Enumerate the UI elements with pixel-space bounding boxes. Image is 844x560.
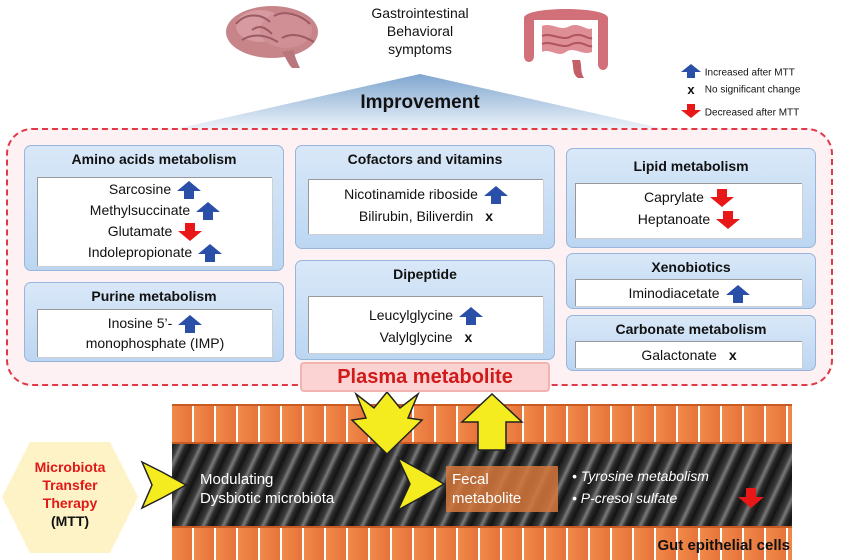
panel-title: Xenobiotics [651, 259, 731, 275]
no-change-icon: x [687, 82, 695, 97]
star-arrow-icon [140, 460, 188, 510]
improvement-triangle [180, 74, 660, 128]
decrease-arrow-icon [681, 104, 701, 118]
fecal-item: • P-cresol sulfate [572, 490, 678, 506]
increase-arrow-icon [459, 307, 484, 326]
metabolite-item: Methylsuccinate [38, 201, 272, 221]
metabolite-item: Bilirubin, Biliverdin x [309, 207, 543, 225]
panel-title: Cofactors and vitamins [347, 151, 503, 167]
panel-xenobiotics: Xenobiotics Iminodiacetate [566, 253, 816, 309]
legend-increased: Increased after MTT [680, 64, 795, 82]
no-change-icon: x [485, 208, 494, 224]
decrease-arrow-icon [709, 189, 734, 208]
metabolite-item: Inosine 5’- [38, 314, 272, 334]
panel-amino-acids: Amino acids metabolism Sarcosine Methyls… [24, 145, 284, 271]
symptom-line-1: Gastrointestinal [371, 5, 469, 21]
modulating-line-1: Modulating [200, 471, 274, 488]
metabolite-item: Sarcosine [38, 180, 272, 200]
metabolite-item: Iminodiacetate [576, 284, 802, 304]
metabolite-name: Valylglycine [379, 329, 453, 345]
panel-cofactors: Cofactors and vitamins Nicotinamide ribo… [295, 145, 555, 249]
panel-carbonate: Carbonate metabolism Galactonate x [566, 315, 816, 371]
metabolite-name: Nicotinamide riboside [344, 186, 478, 202]
mtt-line-1: Microbiota [34, 459, 106, 475]
panel-title: Purine metabolism [91, 288, 217, 304]
intestine-icon [524, 9, 608, 78]
increase-arrow-icon [681, 64, 701, 78]
decrease-arrow-icon [738, 488, 764, 508]
legend-increased-label: Increased after MTT [704, 67, 795, 79]
metabolite-name: Leucylglycine [368, 307, 454, 323]
fecal-line-2: metabolite [452, 490, 522, 507]
fecal-item-label: Tyrosine metabolism [580, 468, 709, 484]
star-arrow-icon [350, 392, 424, 456]
panel-lipid: Lipid metabolism Caprylate Heptanoate [566, 148, 816, 248]
metabolite-item: Nicotinamide riboside [309, 185, 543, 205]
gut-epithelial-label: Gut epithelial cells [657, 537, 790, 554]
metabolite-name: monophosphate (IMP) [85, 335, 225, 351]
modulating-line-2: Dysbiotic microbiota [200, 490, 335, 507]
fecal-line-1: Fecal [452, 471, 489, 488]
metabolite-name: Galactonate [641, 347, 717, 363]
metabolite-item: monophosphate (IMP) [38, 334, 272, 352]
mtt-hexagon [2, 442, 138, 553]
metabolite-name: Iminodiacetate [628, 285, 720, 301]
metabolite-item: Glutamate [38, 222, 272, 242]
panel-title: Dipeptide [393, 266, 457, 282]
star-arrow-icon [460, 392, 524, 451]
symptoms-label: Gastrointestinal Behavioral symptoms [300, 4, 540, 58]
brain-icon [226, 6, 318, 68]
metabolite-item: Galactonate x [576, 346, 802, 364]
increase-arrow-icon [178, 315, 203, 334]
metabolite-name: Methylsuccinate [89, 202, 191, 218]
increase-arrow-icon [483, 186, 508, 205]
metabolite-item: Indolepropionate [38, 243, 272, 263]
symptom-line-2: Behavioral [386, 23, 454, 39]
metabolite-item: Valylglycine x [309, 328, 543, 346]
metabolite-item: Leucylglycine [309, 306, 543, 326]
mtt-abbr: (MTT) [50, 513, 90, 529]
metabolite-name: Glutamate [107, 223, 173, 239]
legend-decreased: Decreased after MTT [680, 104, 799, 122]
metabolite-name: Inosine 5’- [107, 315, 173, 331]
improvement-label: Improvement [360, 92, 480, 113]
legend-no-change: x No significant change [680, 82, 801, 97]
increase-arrow-icon [177, 181, 202, 200]
plasma-metabolite-label: Plasma metabolite [300, 362, 550, 392]
metabolite-name: Caprylate [644, 189, 704, 205]
no-change-icon: x [728, 347, 737, 363]
panel-purine: Purine metabolism Inosine 5’- monophosph… [24, 282, 284, 362]
epithelial-cells-bottom [172, 526, 792, 560]
increase-arrow-icon [198, 244, 223, 263]
decrease-arrow-icon [178, 223, 203, 242]
fecal-metabolite-box: Fecal metabolite [446, 466, 558, 512]
mtt-label: Microbiota Transfer Therapy (MTT) [4, 458, 136, 530]
panel-title: Amino acids metabolism [71, 151, 237, 167]
panel-title: Carbonate metabolism [615, 321, 767, 337]
increase-arrow-icon [725, 285, 750, 304]
legend-decreased-label: Decreased after MTT [704, 107, 800, 119]
modulating-label: Modulating Dysbiotic microbiota [200, 470, 334, 508]
metabolite-name: Bilirubin, Biliverdin [358, 208, 474, 224]
fecal-item: • Tyrosine metabolism [572, 468, 709, 484]
panel-dipeptide: Dipeptide Leucylglycine Valylglycine x [295, 260, 555, 360]
metabolite-name: Sarcosine [108, 181, 172, 197]
panel-title: Lipid metabolism [633, 158, 749, 174]
no-change-icon: x [464, 329, 473, 345]
decrease-arrow-icon [716, 211, 741, 230]
mtt-line-2: Transfer [42, 477, 98, 493]
symptom-line-3: symptoms [388, 41, 452, 57]
metabolite-name: Indolepropionate [87, 244, 193, 260]
fecal-item-label: P-cresol sulfate [580, 490, 678, 506]
metabolite-name: Heptanoate [637, 211, 711, 227]
star-arrow-icon [396, 456, 446, 512]
metabolite-item: Caprylate [576, 188, 802, 208]
mtt-line-3: Therapy [42, 495, 98, 511]
increase-arrow-icon [196, 202, 221, 221]
metabolite-item: Heptanoate [576, 210, 802, 230]
legend-no-change-label: No significant change [704, 84, 801, 96]
